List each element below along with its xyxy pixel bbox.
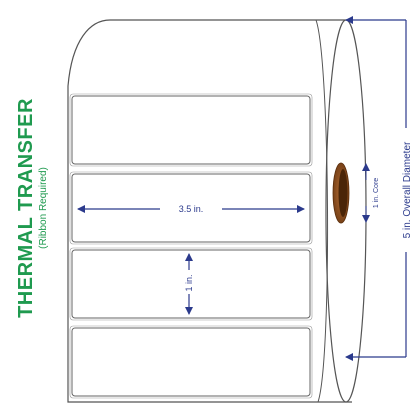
label-stack [69, 93, 313, 399]
core-label: 1 in. Core [373, 178, 380, 208]
subtitle-text: (Ribbon Required) [38, 167, 49, 249]
roll-top-outline [67, 19, 350, 87]
label-2-outer [69, 171, 313, 245]
core-hole [338, 169, 348, 217]
roll-inner-edge [315, 19, 329, 403]
diameter-label: 5 in. Overall Diameter [402, 141, 413, 238]
roll-core [332, 162, 350, 224]
title-text: THERMAL TRANSFER [15, 98, 37, 318]
height-label: 1 in. [184, 274, 194, 291]
label-3-outer [69, 247, 313, 321]
roll-bottom-outline [67, 360, 352, 403]
label-1-outer [69, 93, 313, 167]
print-method-label: THERMAL TRANSFER (Ribbon Required) [15, 98, 49, 318]
label-3 [71, 249, 311, 319]
diameter-dimension: 5 in. Overall Diameter [345, 16, 413, 361]
core-dimension: 1 in. Core [362, 163, 380, 223]
width-dimension: 3.5 in. [77, 204, 305, 214]
label-4-outer [69, 325, 313, 399]
height-dimension: 1 in. [184, 253, 194, 315]
label-1 [71, 95, 311, 165]
label-2 [71, 173, 311, 243]
width-label: 3.5 in. [179, 204, 204, 214]
label-4 [71, 327, 311, 397]
